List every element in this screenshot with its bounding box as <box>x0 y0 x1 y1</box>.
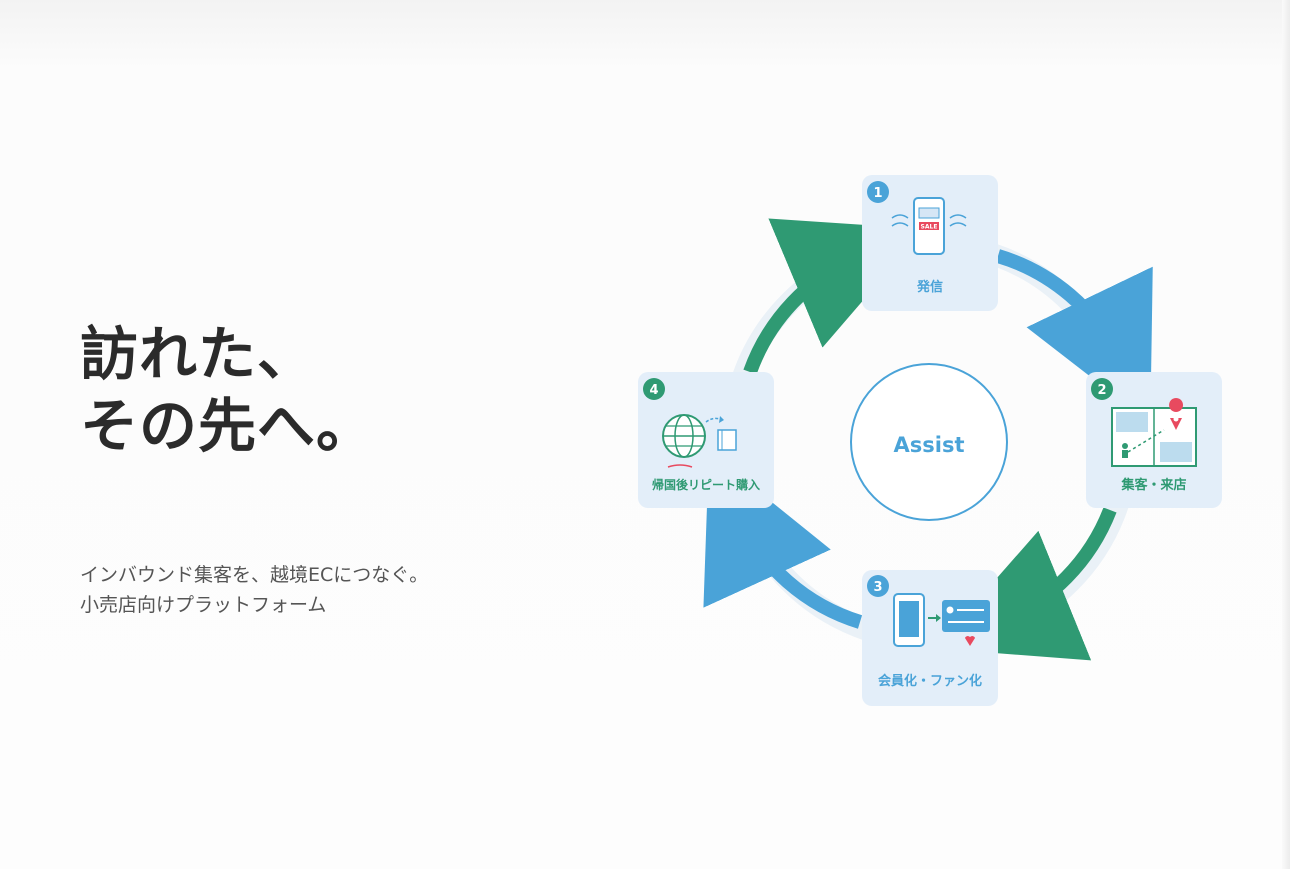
center-label: Assist <box>894 433 965 457</box>
headline: 訪れた、 その先へ。 <box>80 318 375 462</box>
step-2-badge <box>1091 378 1113 400</box>
step-2-label: 集客・来店 <box>1120 477 1186 493</box>
step-4-badge <box>643 378 665 400</box>
step-1-badge <box>867 181 889 203</box>
step-3-badge <box>867 575 889 597</box>
cycle-diagram: Assist 1 SALE 発信 2 <box>638 175 1222 706</box>
subtext: インバウンド集客を、越境ECにつなぐ。 小売店向けプラットフォーム <box>80 560 428 620</box>
page-edge <box>1282 0 1290 869</box>
arrow-2-to-3 <box>935 507 1117 661</box>
step-1-tile: 1 SALE 発信 <box>862 175 998 311</box>
smartphone-sale-icon: SALE <box>891 197 967 255</box>
arrow-1-to-2 <box>995 249 1153 424</box>
step-4-number: 4 <box>649 383 658 398</box>
subtext-line-1: インバウンド集客を、越境ECにつなぐ。 <box>80 564 429 586</box>
arrow-4-to-1 <box>743 218 925 375</box>
step-4-label: 帰国後リピート購入 <box>652 477 760 492</box>
step-3-label: 会員化・ファン化 <box>878 673 982 689</box>
globe-icon <box>662 414 737 468</box>
step-3-number: 3 <box>873 580 882 595</box>
center-circle <box>850 363 1008 521</box>
step-2-tile: 2 集客・来店 <box>1086 372 1222 508</box>
arrow-3-to-4 <box>703 451 863 629</box>
step-1-label: 発信 <box>916 279 943 295</box>
step-1-number: 1 <box>873 186 882 201</box>
sale-tag: SALE <box>921 224 938 231</box>
map-pin-icon <box>1111 398 1197 467</box>
member-card-icon <box>893 593 990 647</box>
headline-line-2: その先へ。 <box>80 392 376 460</box>
step-4-tile: 4 帰国後リピート購入 <box>638 372 774 508</box>
step-3-tile: 3 会員化・ファン化 <box>862 570 998 706</box>
headline-line-1: 訪れた、 <box>80 320 317 388</box>
step-2-number: 2 <box>1097 383 1106 398</box>
subtext-line-2: 小売店向けプラットフォーム <box>80 594 327 616</box>
